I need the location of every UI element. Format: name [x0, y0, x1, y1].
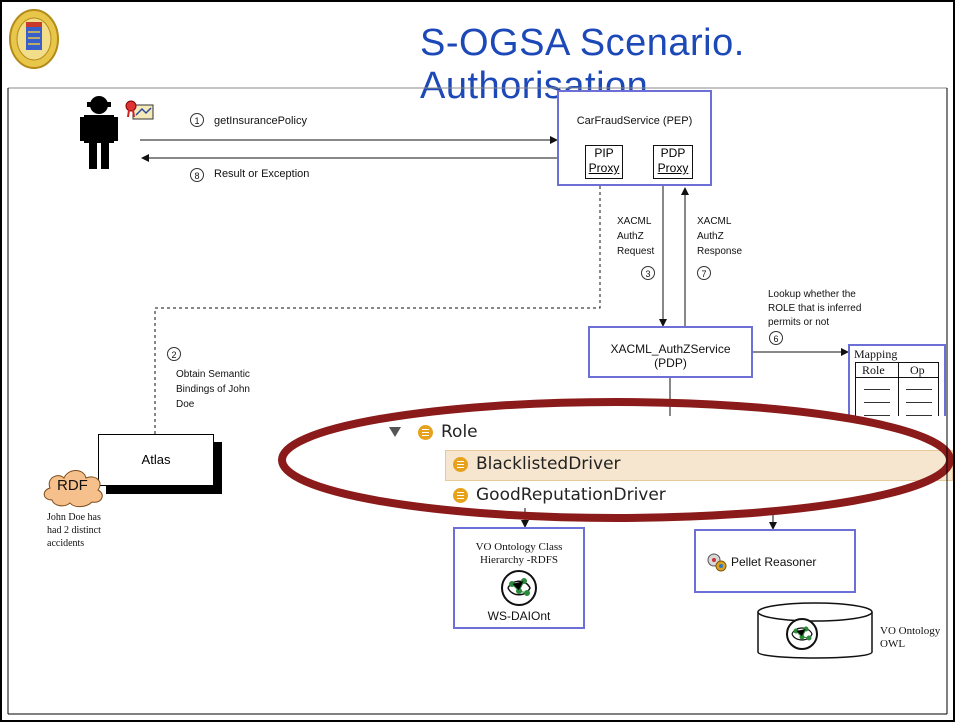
pdp-line1: PDP	[660, 146, 686, 160]
vo-ontology-database-icon	[757, 602, 873, 659]
atlas-label: Atlas	[141, 452, 171, 467]
mapping-col-role: Role	[862, 363, 885, 377]
lookup-line3: permits or not	[768, 317, 830, 328]
step-8-marker: 8	[190, 168, 204, 182]
rdf-label: RDF	[57, 477, 88, 494]
pdp-line1: XACML_AuthZService	[610, 342, 731, 356]
rdf-note-line2: had 2 distinct	[47, 525, 101, 536]
step-7-marker: 7	[697, 266, 711, 280]
lookup-line1: Lookup whether the	[768, 289, 856, 300]
authz-request-line3: Request	[617, 246, 655, 257]
pdp-line2: (PDP)	[654, 356, 687, 370]
vo-class-hierarchy-box: VO Ontology Class Hierarchy -RDFS WS-DAI…	[453, 527, 585, 629]
authz-request-line2: AuthZ	[617, 231, 644, 242]
step-2-marker: 2	[167, 347, 181, 361]
pellet-reasoner-box: Pellet Reasoner	[694, 529, 856, 593]
rdf-note-line1: John Doe has	[47, 512, 101, 523]
ws-daiont-label: WS-DAIOnt	[487, 609, 551, 623]
authz-response-line3: Response	[697, 246, 743, 257]
mapping-col-op: Op	[910, 363, 925, 377]
pip-proxy-box: PIP Proxy	[585, 145, 623, 179]
step-1-marker: 1	[190, 113, 204, 127]
xacml-authz-service-box: XACML_AuthZService (PDP)	[588, 326, 753, 378]
pep-title: CarFraudService (PEP)	[576, 115, 693, 127]
pip-line1: PIP	[594, 146, 614, 160]
result-label: Result or Exception	[214, 168, 310, 180]
car-fraud-service-box: CarFraudService (PEP) PIP Proxy PDP Prox…	[557, 90, 712, 186]
step-3-marker: 3	[641, 266, 655, 280]
rdf-note-line3: accidents	[47, 538, 85, 549]
get-policy-label: getInsurancePolicy	[214, 115, 307, 127]
authz-request-line1: XACML	[617, 216, 652, 227]
ontology-network-icon	[501, 570, 537, 606]
highlight-oval	[278, 398, 954, 522]
vo-class-line2: Hierarchy -RDFS	[480, 554, 558, 566]
pdp-proxy-box: PDP Proxy	[653, 145, 693, 179]
bindings-line2: Bindings of John	[176, 384, 250, 395]
pdp-line2: Proxy	[657, 161, 689, 175]
vo-owl-line1: VO Ontology	[880, 625, 941, 637]
vo-class-line1: VO Ontology Class	[475, 541, 563, 553]
atlas-box: Atlas	[98, 434, 214, 486]
step-6-marker: 6	[769, 331, 783, 345]
pip-line2: Proxy	[588, 161, 620, 175]
vo-owl-line2: OWL	[880, 638, 906, 650]
bindings-line1: Obtain Semantic	[176, 369, 250, 380]
mapping-title: Mapping	[854, 347, 898, 361]
certificate-icon	[125, 100, 154, 120]
pellet-label: Pellet Reasoner	[731, 555, 817, 569]
lookup-line2: ROLE that is inferred	[768, 303, 862, 314]
bindings-line3: Doe	[176, 399, 195, 410]
authz-response-line2: AuthZ	[697, 231, 724, 242]
pellet-gears-icon	[707, 553, 727, 572]
authz-response-line1: XACML	[697, 216, 732, 227]
